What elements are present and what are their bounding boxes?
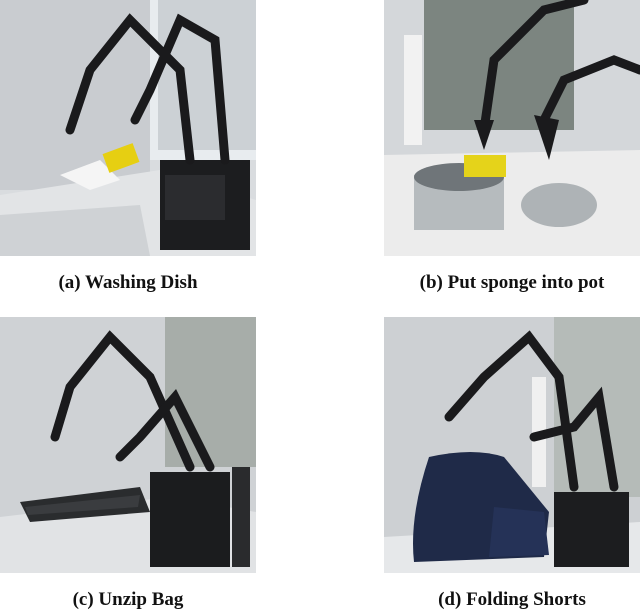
- caption-unzip-bag: (c) Unzip Bag: [72, 589, 184, 610]
- panel-put-sponge-into-pot: (b) Put sponge into pot: [384, 0, 640, 300]
- caption-washing-dish: (a) Washing Dish: [58, 272, 198, 293]
- photo-folding-shorts: [384, 317, 640, 573]
- photo-unzip-bag: [0, 317, 256, 573]
- panel-folding-shorts: (d) Folding Shorts: [384, 317, 640, 613]
- panel-unzip-bag: (c) Unzip Bag: [0, 317, 256, 613]
- caption-folding-shorts: (d) Folding Shorts: [438, 589, 586, 610]
- photo-put-sponge-into-pot: [384, 0, 640, 256]
- panel-washing-dish: (a) Washing Dish: [0, 0, 256, 300]
- caption-put-sponge-into-pot: (b) Put sponge into pot: [419, 272, 605, 293]
- photo-washing-dish: [0, 0, 256, 256]
